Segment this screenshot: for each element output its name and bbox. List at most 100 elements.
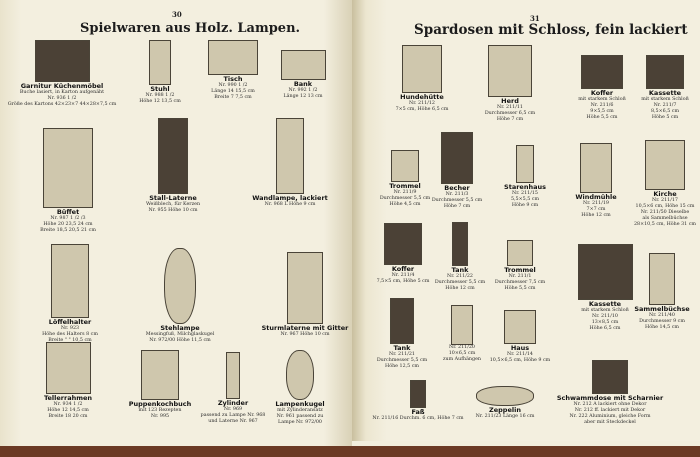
item-detail: 13×8,5 cm <box>591 320 619 325</box>
item-detail: mit starkem Schloß <box>578 97 626 102</box>
item-detail: Nr. 988 1 /2 <box>145 93 175 98</box>
item-name: Stehlampe <box>160 324 200 332</box>
product-illustration <box>149 40 171 85</box>
item-detail: Nr. 211/3 <box>445 192 469 197</box>
product-illustration <box>645 140 685 190</box>
item-detail: Nr. 211/7 <box>653 103 677 108</box>
item-name: Stall-Laterne <box>149 194 197 202</box>
item-detail: Höhe 4,5 cm <box>389 202 421 207</box>
item-detail: Nr. 961 passend zu <box>276 414 324 419</box>
item-detail: Nr. 211/9 <box>393 190 417 195</box>
item-detail: Nr. 211/4 <box>391 273 415 278</box>
product-illustration <box>43 128 93 208</box>
item-name: Lampenkugel <box>275 400 325 408</box>
item-name: Stuhl <box>150 85 170 93</box>
product-illustration <box>580 143 612 193</box>
product-illustration <box>646 55 684 89</box>
item-detail: Nr. 212 A lackiert ohne Dekor <box>573 402 647 407</box>
item-detail: Nr. 955 Höhe 10 cm <box>148 208 198 213</box>
product-illustration <box>34 40 90 82</box>
item-detail: zum Aufhängen <box>442 357 482 362</box>
item-name: Tank <box>393 344 411 352</box>
item-detail: 10×6,5 cm <box>448 351 476 356</box>
item-detail: Nr. 211/16 Durchm. 6 cm, Höhe 7 cm <box>372 416 464 421</box>
item-detail: Nr. 211/21 <box>389 352 415 357</box>
product-illustration <box>402 45 442 93</box>
item-detail: Höhe 14,5 cm <box>645 325 679 330</box>
item-detail: Durchmesser 7,5 cm <box>494 280 546 285</box>
item-detail: Nr. 969 <box>223 407 243 412</box>
item-detail: Nr. 936 1 /2 <box>47 96 77 101</box>
item-detail: Nr. 211/10 <box>592 314 618 319</box>
item-detail: Nr. 211/19 <box>583 201 609 206</box>
item-detail: Länge 12 13 cm <box>283 94 323 99</box>
item-detail: aber mit Steckdeckel <box>584 420 636 425</box>
item-detail: Länge 14 15,5 cm <box>211 89 255 94</box>
open-catalog: 30 Spielwaren aus Holz. Lampen. Garnitur… <box>0 0 700 446</box>
product-illustration <box>280 50 326 80</box>
item-name: Koffer <box>391 265 415 273</box>
item-name: Faß <box>411 408 425 416</box>
item-detail: Höhe 12 cm <box>581 213 611 218</box>
item-name: Hundehütte <box>400 93 444 101</box>
product-illustration <box>488 45 532 97</box>
item-name: Haus <box>510 344 530 352</box>
product-illustration <box>507 240 533 266</box>
item-detail: Nr. 972/00 Höhe 11,5 cm <box>149 338 211 343</box>
item-detail: 5,5×5,5 cm <box>510 197 540 202</box>
item-detail: 7×5 cm, Höhe 6,5 cm <box>395 107 449 112</box>
item-name: Herd <box>501 97 519 105</box>
product-illustration <box>286 350 314 400</box>
item-detail: 7×7 cm <box>586 207 606 212</box>
item-detail: Durchmesser 5,5 cm <box>379 196 431 201</box>
item-detail: mit 123 Rezepten <box>138 408 182 413</box>
item-detail: 9×5,5 cm <box>590 109 614 114</box>
product-illustration <box>441 132 473 184</box>
item-detail: Buche lasiert, in Karton aufgenäht <box>19 90 105 95</box>
product-illustration <box>226 352 240 399</box>
product-illustration <box>45 342 91 394</box>
item-detail: Nr. 987 1 /2 /3 <box>50 216 86 221</box>
product-illustration <box>208 40 258 75</box>
item-detail: Höhe 20 23,5 24 cm <box>43 222 93 227</box>
item-detail: Nr. 211/14 <box>507 352 533 357</box>
product-illustration <box>158 118 188 194</box>
page-title: Spardosen mit Schloss, fein lackiert <box>414 22 688 38</box>
page-number: 31 <box>530 14 540 23</box>
item-detail: Nr. 211/23 Länge 16 cm <box>475 414 535 419</box>
item-name: Puppenkochbuch <box>128 400 192 408</box>
item-detail: Höhe 7 cm <box>496 117 524 122</box>
item-detail: Durchmesser 5,5 cm <box>376 358 428 363</box>
item-detail: 10,5×6 cm, Höhe 15 cm <box>635 204 695 209</box>
item-detail: Nr. 211/15 <box>512 191 538 196</box>
item-detail: mit starkem Schloß <box>581 308 629 313</box>
item-detail: Nr. 992 1 /2 <box>288 88 318 93</box>
item-detail: Nr. 211/20 <box>449 345 475 350</box>
product-illustration <box>452 222 468 266</box>
item-name: Bank <box>293 80 313 88</box>
right-page: 31 Spardosen mit Schloss, fein lackiert … <box>352 0 700 441</box>
item-name: Kirche <box>653 190 677 198</box>
item-detail: 8,5×6,5 cm <box>650 109 680 114</box>
item-name: Tellerrahmen <box>43 394 93 402</box>
item-name: Garnitur Küchenmöbel <box>20 82 104 90</box>
product-illustration <box>516 145 534 183</box>
item-detail: Breite 18,5 20,5 21 cm <box>40 228 96 233</box>
item-name: Windmühle <box>575 193 617 201</box>
